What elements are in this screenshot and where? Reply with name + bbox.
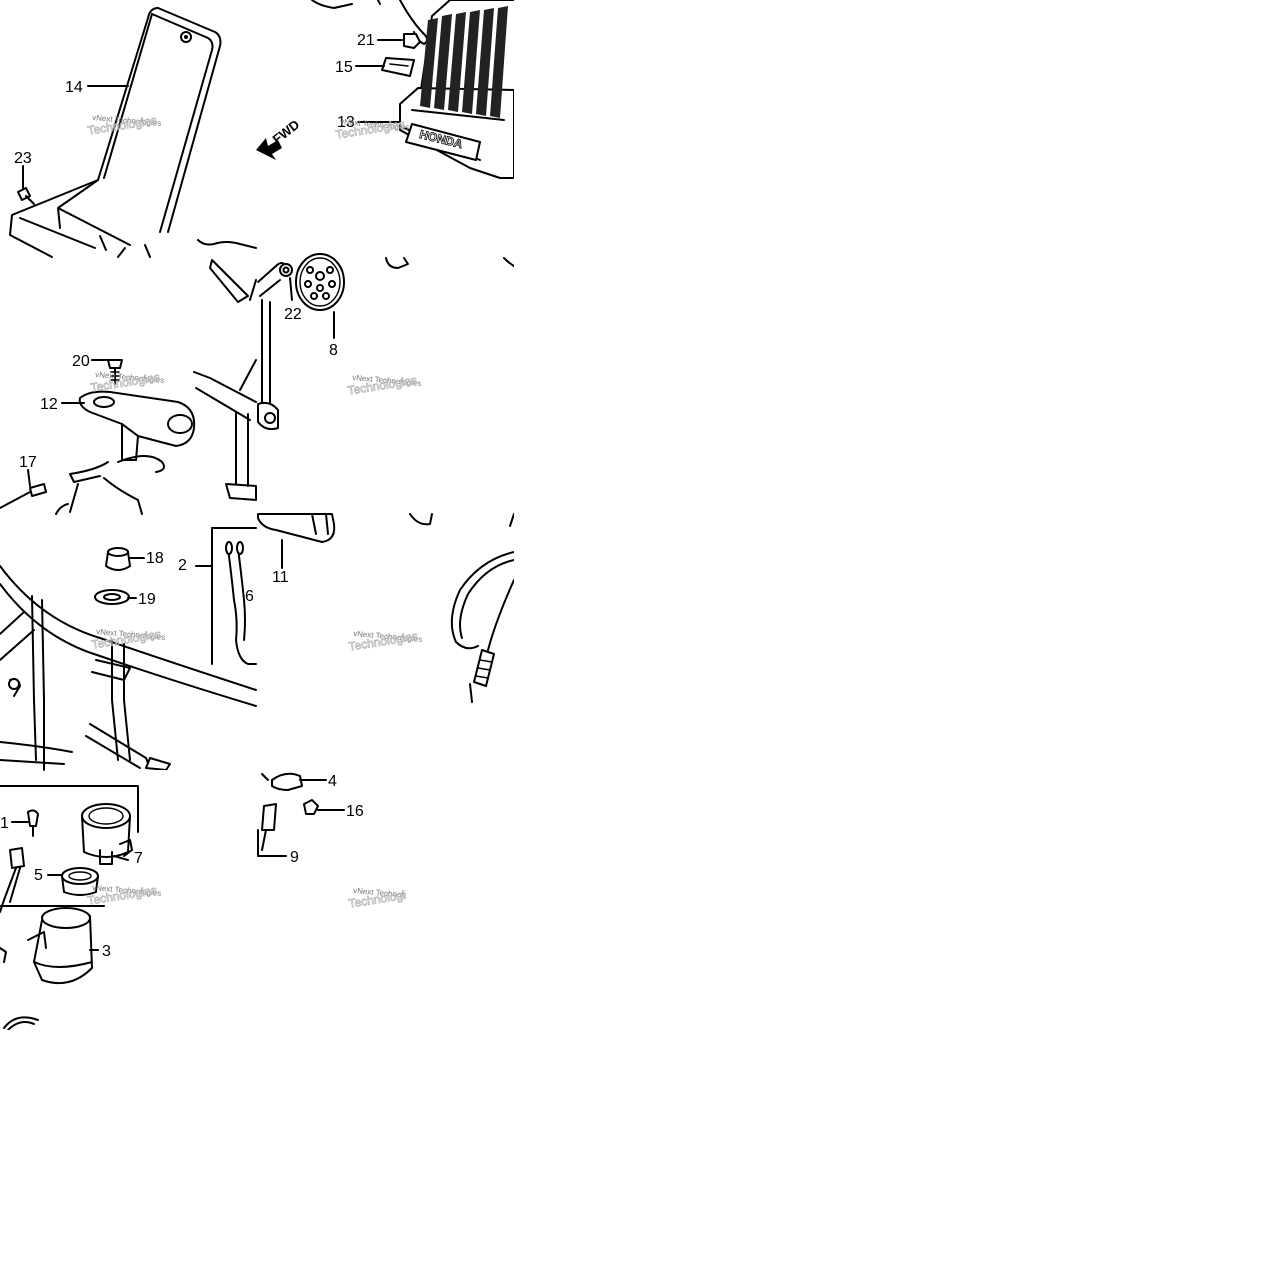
bulb-1 [27, 809, 39, 837]
callout-17: 17 [19, 454, 37, 471]
wire-bracket-2 [211, 527, 257, 665]
callout-2: 2 [178, 557, 187, 574]
rack-part [9, 7, 222, 258]
speedometer-bracket [0, 785, 139, 907]
callout-16: 16 [346, 803, 364, 820]
case-part-4 [261, 772, 303, 791]
sensor-17 [0, 483, 47, 509]
callout-23: 23 [14, 150, 32, 167]
leader-lines [11, 39, 403, 951]
callout-labels: 14 23 21 15 13 20 12 17 22 8 11 18 2 6 1… [0, 32, 375, 960]
fwd-label: FWD [270, 117, 303, 147]
lower-fragment [0, 947, 39, 1031]
callout-13: 13 [337, 114, 355, 131]
callout-7: 7 [134, 850, 143, 867]
callout-18: 18 [146, 550, 164, 567]
case-3 [27, 907, 93, 984]
watermark: vNext Technologies Technologies [86, 883, 161, 909]
callout-1: 1 [0, 815, 9, 832]
cap-18 [105, 547, 131, 571]
wire-6 [225, 541, 257, 665]
callout-6: 6 [245, 588, 254, 605]
callout-19: 19 [138, 591, 156, 608]
washer-19 [94, 589, 130, 605]
cable-end-9 [257, 803, 277, 857]
watermark: vNext Technologies Technologies [90, 627, 165, 653]
watermark: vNext Technologies Technologies [346, 373, 421, 399]
watermarks: vNext Technologies Technologies vNext Te… [86, 113, 422, 912]
speedometer-housing [81, 803, 131, 865]
speedometer-cable [450, 551, 515, 703]
clip-7 [113, 839, 133, 861]
bolt-23 [17, 187, 35, 205]
callout-4: 4 [328, 773, 337, 790]
socket-connector [0, 847, 25, 913]
callout-14: 14 [65, 79, 83, 96]
callout-15: 15 [335, 59, 353, 76]
bolt-20 [107, 359, 123, 385]
callout-12: 12 [40, 396, 58, 413]
handlebar-part [0, 565, 257, 771]
engine-part: HONDA [311, 0, 515, 179]
callout-3: 3 [102, 943, 111, 960]
callout-5: 5 [34, 867, 43, 884]
bolt-16 [303, 799, 319, 815]
cooling-fins [420, 6, 508, 118]
nut-21 [403, 33, 421, 49]
callout-21: 21 [357, 32, 375, 49]
horn-8 [295, 253, 345, 311]
horn-part [257, 257, 515, 431]
top-bridge-part [55, 239, 257, 515]
fwd-arrow: FWD [256, 117, 302, 160]
watermark: vNext Technologies Technologies [334, 117, 409, 143]
bottom-bridge-11 [257, 513, 515, 543]
callout-11: 11 [272, 569, 289, 586]
watermark: vNext Technologies Technologies [347, 629, 422, 655]
plate-15 [381, 57, 415, 77]
callout-8: 8 [329, 342, 338, 359]
callout-20: 20 [72, 353, 90, 370]
callout-22: 22 [284, 306, 302, 323]
callout-9: 9 [290, 849, 299, 866]
